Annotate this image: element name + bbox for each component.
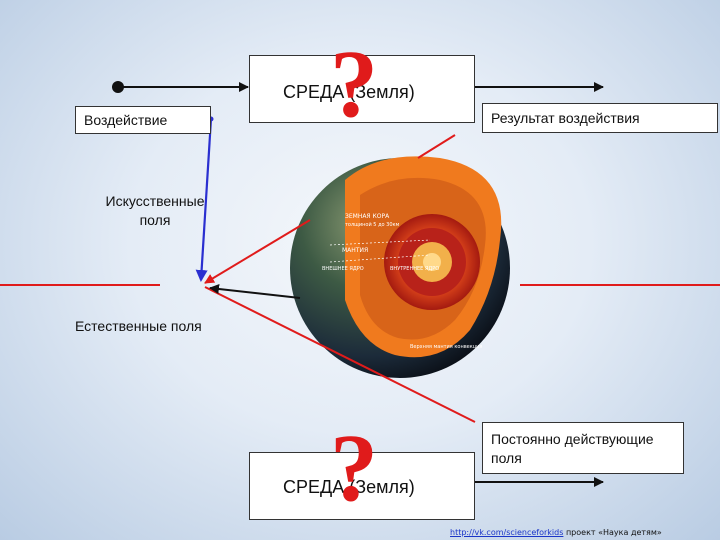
question-mark-top: ?	[330, 30, 378, 137]
globe-label-crust: ЗЕМНАЯ КОРА	[345, 213, 390, 220]
red-arrow-upper	[204, 219, 311, 284]
env-box-bottom: СРЕДА (Земля)	[249, 452, 475, 520]
permanent-fields-box: Постоянно действующие поля	[482, 422, 684, 474]
globe-label-outer-core: ВНЕШНЕЕ ЯДРО	[322, 266, 364, 272]
artificial-fields-arrow	[195, 118, 213, 282]
question-mark-bottom: ?	[330, 414, 378, 521]
result-box: Результат воздействия	[482, 103, 718, 133]
red-line-top	[417, 134, 456, 159]
globe-label-crust-depth: толщиной 5 до 30км	[345, 221, 400, 228]
footer-link[interactable]: http://vk.com/scienceforkids	[450, 528, 564, 537]
natural-fields-label: Естественные поля	[75, 318, 202, 334]
env-bottom-label: СРЕДА (Земля)	[283, 477, 415, 497]
permanent-fields-label: Постоянно действующие поля	[491, 431, 654, 466]
result-label: Результат воздействия	[491, 110, 640, 126]
globe-label-convection: Верхняя мантия конвекция	[410, 344, 482, 350]
footer-credit: http://vk.com/scienceforkids проект «Нау…	[450, 528, 662, 537]
footer-note: проект «Наука детям»	[565, 528, 662, 537]
env-top-label: СРЕДА (Земля)	[283, 82, 415, 102]
earth-globe-illustration: ЗЕМНАЯ КОРА толщиной 5 до 30км МАНТИЯ ВН…	[290, 156, 510, 378]
globe-label-mantle: МАНТИЯ	[342, 247, 368, 254]
env-box-top: СРЕДА (Земля)	[249, 55, 475, 123]
impact-box: Воздействие	[75, 106, 211, 134]
globe-label-inner-core: ВНУТРЕННЕЕ ЯДРО	[390, 266, 439, 272]
natural-fields-arrow	[209, 284, 301, 299]
red-line-diagonal	[204, 286, 476, 423]
impact-label: Воздействие	[84, 112, 168, 128]
artificial-fields-label: Искусственные поля	[105, 193, 205, 228]
